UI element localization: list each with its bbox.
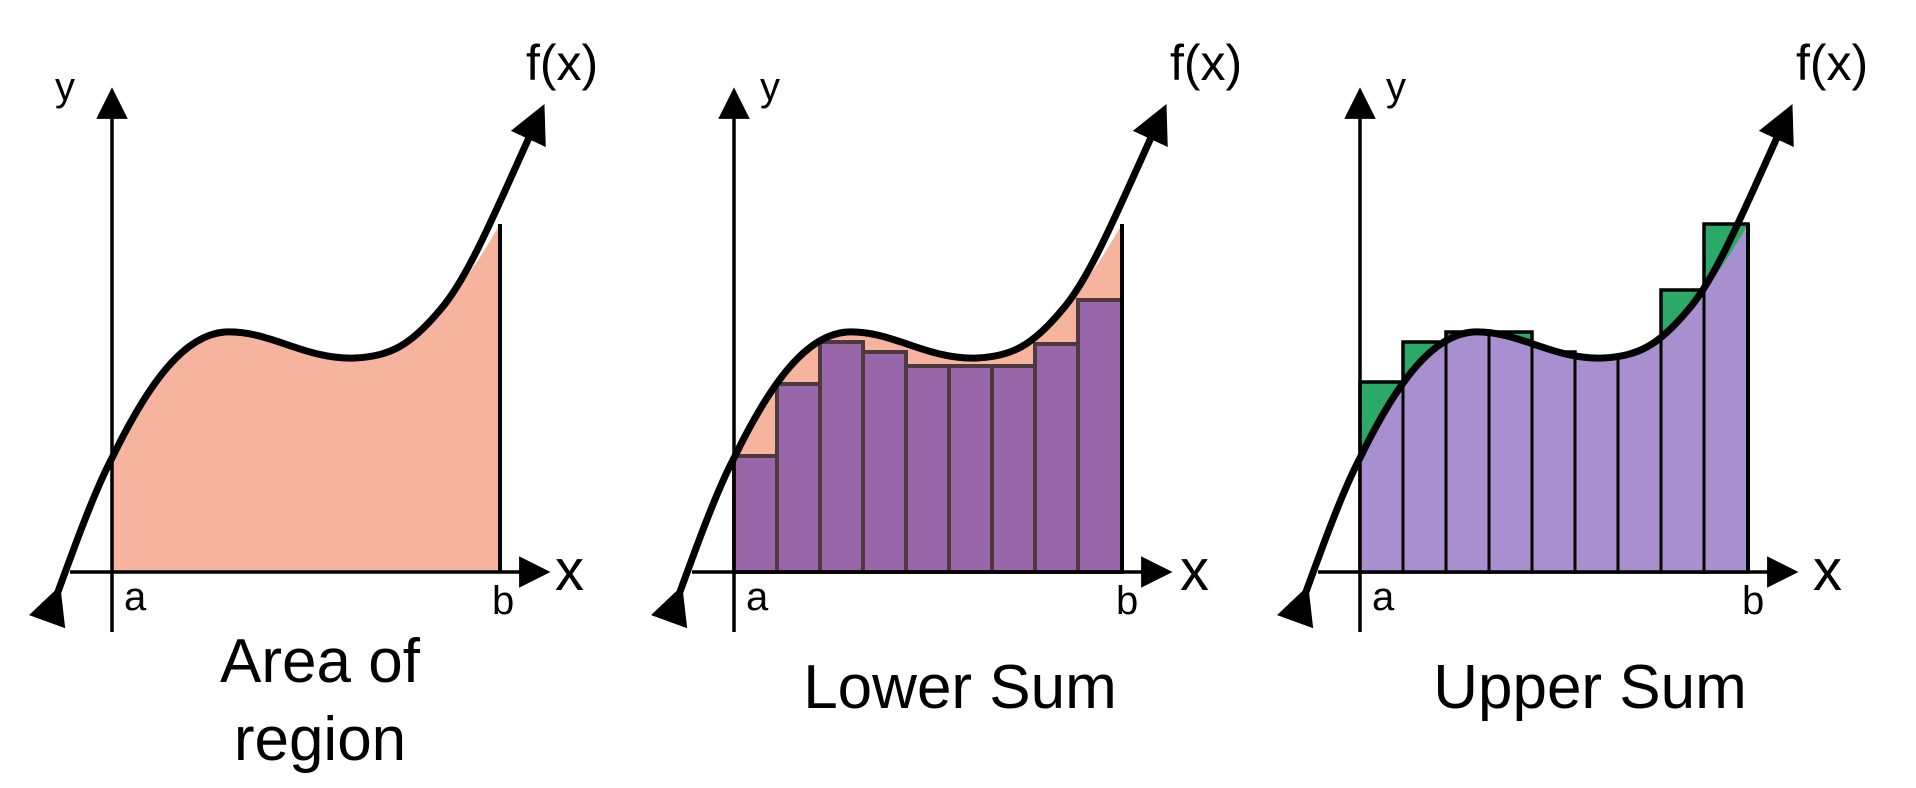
area-under-curve [112,224,500,572]
x-axis-label: x [1813,538,1842,603]
caption-line-1: Area of [220,627,421,696]
lower-rect [1033,342,1080,574]
caption: Upper Sum [1433,653,1747,722]
lower-rect [861,350,908,574]
lower-rect [990,364,1037,574]
b-label: b [492,579,514,623]
y-axis-label: y [55,65,75,109]
function-label: f(x) [526,35,598,91]
area-under-curve [1360,224,1748,572]
panel-lower-sum: y f(x) x a b Lower Sum [651,35,1242,722]
b-label: b [1116,579,1138,623]
a-label: a [746,575,769,619]
function-curve [651,104,1168,629]
b-label: b [1742,579,1764,623]
function-label: f(x) [1796,35,1868,91]
function-label: f(x) [1170,35,1242,91]
a-label: a [1372,575,1395,619]
lower-rect [732,454,779,574]
panel-area-of-region: y f(x) x a b Area of region [29,35,598,774]
caption-line-2: region [234,705,406,774]
x-axis-label: x [555,538,584,603]
lower-rect [947,364,994,574]
a-label: a [124,575,147,619]
y-axis-label: y [760,65,780,109]
panel-upper-sum: y f(x) x a b Upper Sum [1277,35,1868,722]
lower-rect [904,364,951,574]
caption: Lower Sum [803,653,1117,722]
y-axis-label: y [1386,65,1406,109]
lower-rect [1076,298,1124,574]
function-curve [29,104,546,629]
x-axis-label: x [1180,538,1209,603]
lower-rect [775,382,822,574]
function-curve [1277,104,1794,629]
lower-rect [818,340,865,574]
